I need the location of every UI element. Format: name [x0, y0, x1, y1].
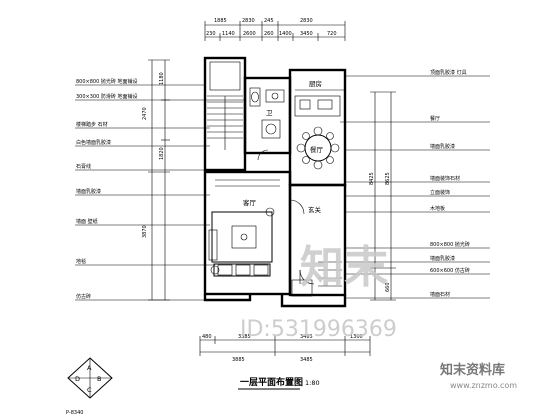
- right-label-7: 800×800 抛光砖: [430, 241, 470, 248]
- left-label-9: 仿古砖: [76, 293, 91, 300]
- left-label-2: 300×300 防滑砖 地面铺设: [76, 93, 137, 100]
- kitchen-counter: [294, 89, 345, 117]
- dim-left-1: 2470: [142, 107, 148, 120]
- compass-letter-d: D: [75, 375, 80, 383]
- room-label-wc: 卫: [266, 109, 273, 117]
- compass-symbol: [67, 357, 113, 399]
- dining-table: [296, 126, 340, 170]
- dim-top2-2: 1140: [222, 31, 235, 37]
- dim-top-2: 2830: [242, 18, 255, 24]
- left-label-7: 墙面 壁纸: [76, 218, 98, 225]
- dim-bottom-4: 1300: [350, 334, 363, 340]
- dim-top2-6: 3450: [300, 31, 313, 37]
- left-leader-lines: [75, 84, 245, 301]
- room-label-entry: 玄关: [308, 205, 322, 214]
- dim-left-3: 1180: [159, 72, 165, 85]
- dim-top2-3: 2600: [243, 31, 256, 37]
- dim-top2-5: 1400: [279, 31, 292, 37]
- top-dimension-lines: [204, 21, 346, 41]
- dim-left-4: 1820: [159, 147, 165, 160]
- dim-bottom-1: 480: [202, 334, 212, 340]
- left-label-5: 石膏线: [76, 163, 91, 170]
- watermark-brand: 知末: [300, 242, 388, 293]
- room-label-kitchen: 厨房: [309, 79, 322, 88]
- watermark-site-url: www.znzmo.com: [450, 381, 517, 390]
- dim-top-4: 2830: [300, 18, 313, 24]
- right-label-9: 600×600 仿古砖: [430, 267, 470, 274]
- right-label-4: 墙面装饰石材: [430, 175, 460, 182]
- dim-left-2: 3870: [142, 225, 148, 238]
- room-label-living: 客厅: [243, 198, 257, 207]
- left-label-1: 800×800 抛光砖 地面铺设: [76, 78, 137, 85]
- watermark-id: ID:531996369: [240, 317, 397, 342]
- dim-bottom-3: 3485: [300, 334, 313, 340]
- dim-right-3: 660: [385, 282, 391, 292]
- right-label-10: 墙面石材: [430, 291, 450, 298]
- right-leader-lines: [340, 75, 490, 299]
- left-label-4: 白色墙面乳胶漆: [76, 139, 111, 146]
- compass-letter-b: B: [97, 375, 101, 383]
- drawing-title: 一层平面布置图: [240, 376, 303, 388]
- walls: [203, 56, 347, 308]
- dim-bottom2-1: 3885: [232, 357, 245, 363]
- right-label-6: 木地板: [430, 205, 445, 212]
- compass-letter-a: A: [87, 364, 92, 372]
- entry-steps: [291, 261, 342, 297]
- right-label-2: 餐厅: [430, 115, 440, 122]
- drawing-scale: 1:80: [305, 379, 320, 387]
- dim-right-1: 8425: [369, 172, 375, 185]
- sheet-code: P-8340: [66, 410, 83, 416]
- dim-top-3: 245: [264, 18, 274, 24]
- dim-bottom-2: 3385: [238, 334, 251, 340]
- bottom-dimension-lines: [199, 336, 371, 356]
- dim-top2-4: 260: [264, 31, 274, 37]
- compass-letter-c: C: [87, 386, 92, 394]
- right-label-1: 顶面乳胶漆 灯具: [430, 69, 467, 76]
- dim-bottom2-2: 3485: [300, 357, 313, 363]
- room-label-dining: 餐厅: [310, 145, 324, 154]
- dim-top2-1: 230: [206, 31, 216, 37]
- right-label-3: 墙面乳胶漆: [430, 143, 455, 150]
- left-label-6: 墙面乳胶漆: [76, 188, 101, 195]
- dim-right-2: 8625: [385, 172, 391, 185]
- dim-top-1: 1885: [214, 18, 227, 24]
- dim-top2-7: 720: [327, 31, 337, 37]
- left-label-3: 楼梯踏步 石材: [76, 121, 108, 128]
- bathroom-fixtures: [249, 87, 285, 139]
- left-label-8: 地毯: [76, 258, 86, 265]
- right-label-8: 墙面乳胶漆: [430, 255, 455, 262]
- stair-treads: [207, 61, 243, 150]
- right-label-5: 立面装饰: [430, 189, 450, 196]
- left-dimension-lines: [148, 59, 170, 301]
- living-room-furniture: [208, 179, 280, 277]
- watermark-site-cn: 知末资料库: [440, 362, 505, 378]
